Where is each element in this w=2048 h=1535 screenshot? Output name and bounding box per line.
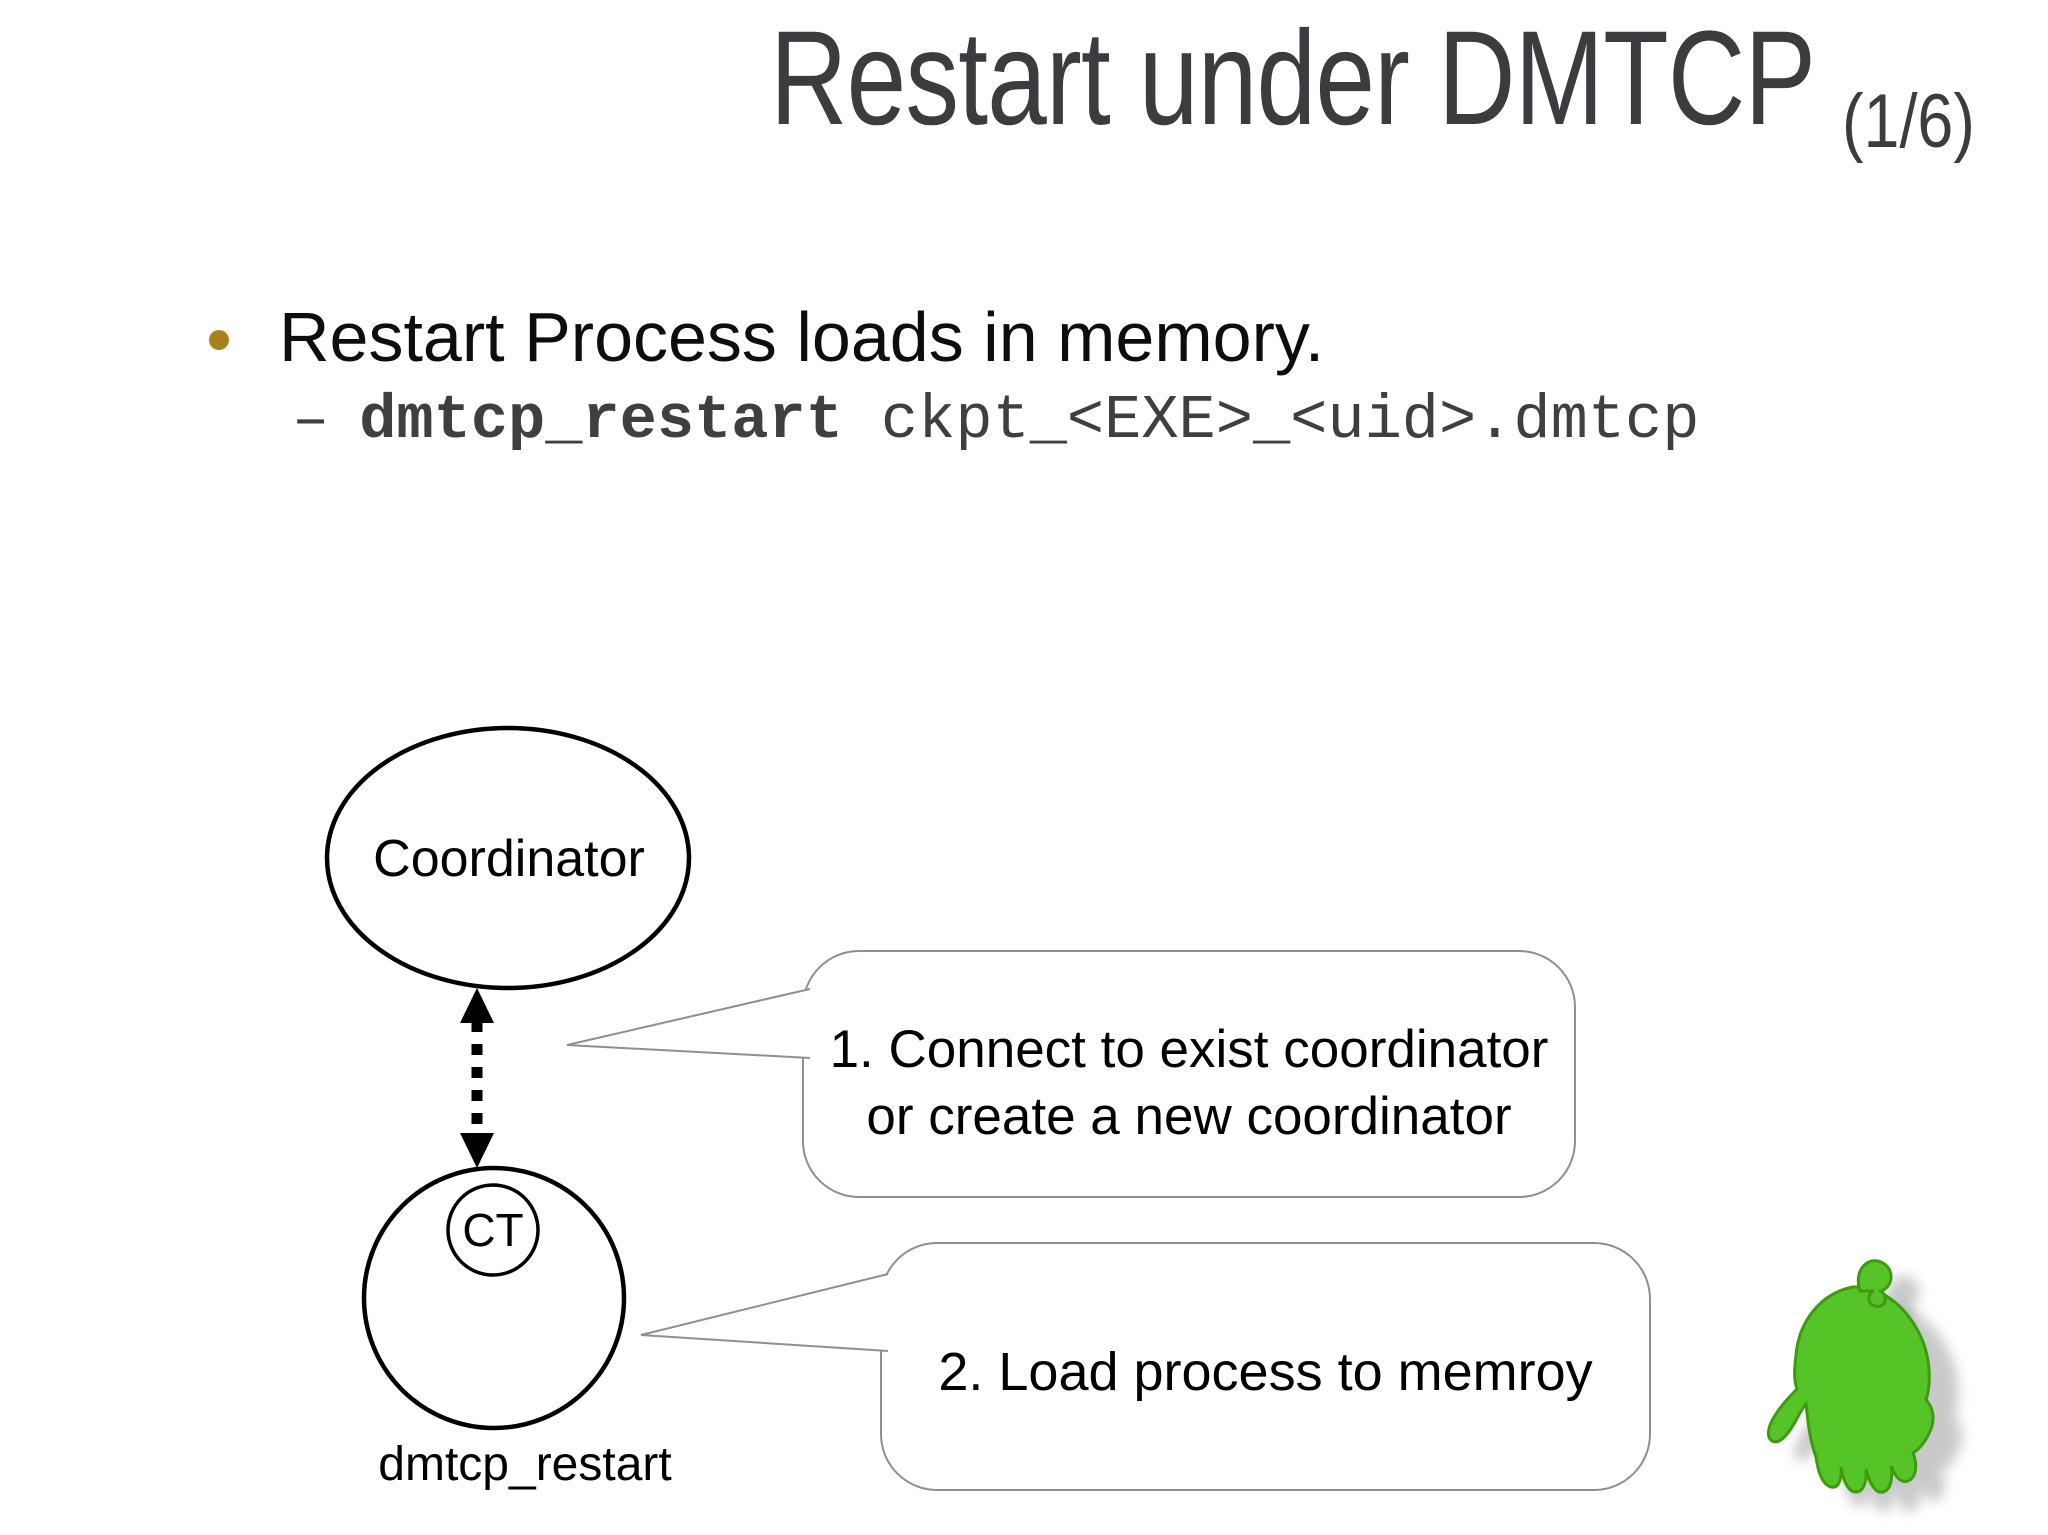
process-circle bbox=[361, 1165, 627, 1431]
ct-label: CT bbox=[462, 1204, 524, 1256]
code-dash: – bbox=[292, 385, 330, 456]
speech-bubble-2-text: 2. Load process to memroy bbox=[938, 1342, 1593, 1402]
slide-title-counter: (1/6) bbox=[1842, 79, 1975, 164]
process-label: dmtcp_restart bbox=[378, 1438, 672, 1491]
bullet-dot bbox=[209, 330, 229, 350]
speech-bubble-2 bbox=[880, 1242, 1651, 1491]
code-line: –dmtcp_restart ckpt_<EXE>_<uid>.dmtcp bbox=[292, 388, 1699, 454]
speech-bubble-1-line1: 1. Connect to exist coordinator bbox=[829, 1020, 1549, 1079]
slide-title: Restart under DMTCP bbox=[770, 4, 1816, 153]
hand-logo-icon bbox=[1766, 1259, 1963, 1512]
ct-circle bbox=[446, 1183, 540, 1277]
speech-bubble-2-tail bbox=[640, 1273, 889, 1352]
speech-bubble-1 bbox=[802, 950, 1576, 1198]
arrowhead-down-icon bbox=[460, 1133, 494, 1168]
coordinator-ellipse bbox=[324, 725, 692, 991]
code-command: dmtcp_restart bbox=[359, 385, 843, 456]
speech-bubble-1-line2: or create a new coordinator bbox=[866, 1087, 1512, 1146]
coordinator-label: Coordinator bbox=[373, 830, 645, 888]
speech-bubble-1-text: 1. Connect to exist coordinator or creat… bbox=[803, 1016, 1575, 1150]
arrowhead-up-icon bbox=[460, 988, 494, 1023]
speech-bubble-1-tail bbox=[566, 988, 811, 1059]
code-args: ckpt_<EXE>_<uid>.dmtcp bbox=[880, 385, 1700, 456]
bullet-text: Restart Process loads in memory. bbox=[279, 298, 1325, 376]
